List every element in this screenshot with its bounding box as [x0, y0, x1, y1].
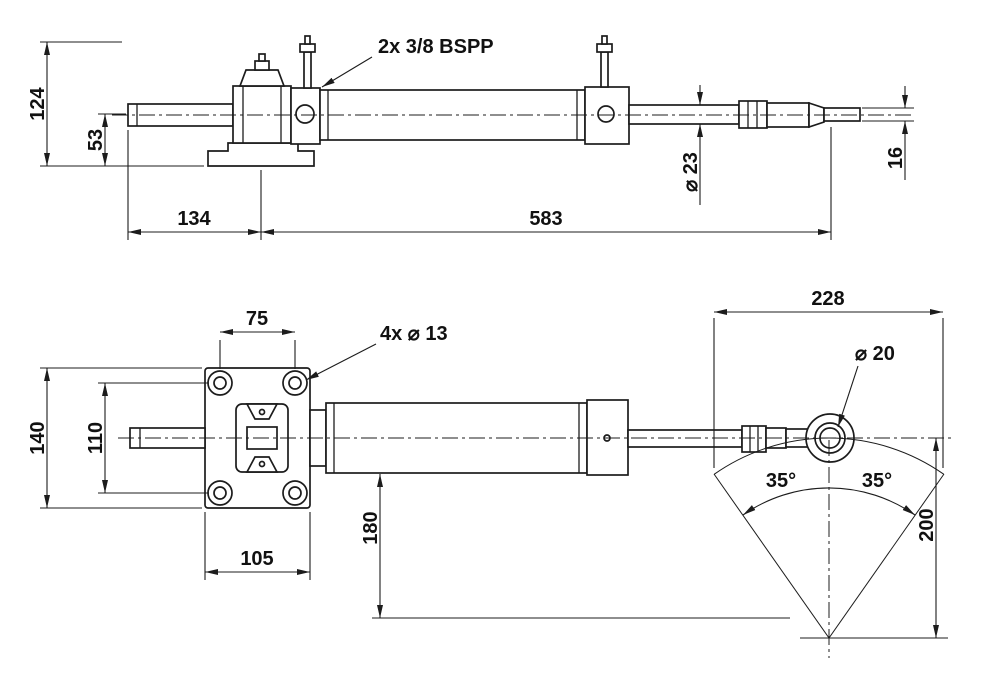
hole-inner [213, 486, 227, 500]
clamp-bolt-tip [258, 53, 266, 62]
dim-flange-height: 140 [27, 367, 202, 509]
dim-overall-height-label: 124 [27, 86, 49, 120]
dim-tip-width: 16 [862, 86, 914, 180]
dim-flange-height-label: 140 [27, 421, 49, 454]
dim-hole-spacing-vertical: 110 [85, 382, 209, 494]
fitting-flange [596, 43, 613, 53]
dim-swing-radius: 200 [916, 438, 939, 638]
dim-swing-radius-label: 200 [916, 508, 938, 541]
dim-rod-diameter-label: ⌀ 23 [680, 152, 702, 192]
hole-inner [288, 376, 302, 390]
ball-bore-label: ⌀ 20 [855, 343, 895, 365]
fitting-flange [299, 43, 316, 53]
dim-flange-width: 105 [204, 512, 311, 580]
cylinder-head-gland [290, 87, 321, 145]
dim-swing-angle-right-label: 35° [862, 470, 892, 492]
bolt-hole-bottom-left [207, 480, 233, 506]
swing-arc [714, 437, 944, 475]
fitting-tip [304, 35, 311, 45]
leader-line [305, 343, 377, 381]
port-callout: 2x 3/8 BSPP [321, 36, 494, 88]
dim-hole-spacing-vertical-label: 110 [85, 422, 107, 454]
fitting-stem [600, 51, 609, 88]
dim-rod-diameter: ⌀ 23 [680, 85, 703, 205]
boss-bolt [258, 460, 266, 468]
dim-swing-angle-left-label: 35° [766, 470, 796, 492]
side-view: 124 53 2x 3/8 BSPP ⌀ 23 16 [27, 35, 914, 240]
dim-centerline-to-datum: 180 [360, 474, 790, 619]
dim-mount-length-label: 134 [177, 208, 211, 230]
bolt-hole-top-left [207, 370, 233, 396]
holes-callout: 4x ⌀ 13 [305, 323, 448, 381]
dim-hole-spacing-horizontal: 75 [219, 308, 296, 369]
dim-overall-height: 124 [27, 41, 204, 167]
ball-bore-callout: ⌀ 20 [837, 343, 895, 428]
hole-inner [288, 486, 302, 500]
swing-line-left [713, 473, 830, 639]
dim-flange-width-label: 105 [240, 548, 273, 570]
nut-outline [741, 425, 767, 453]
holes-callout-label: 4x ⌀ 13 [380, 323, 448, 345]
bolt-hole-top-right [282, 370, 308, 396]
rod-nut-plan [741, 425, 767, 453]
clamp-top [238, 69, 286, 87]
dim-base-to-centerline: 53 [85, 113, 126, 166]
hole-inner [213, 376, 227, 390]
bracket-foot [207, 142, 315, 167]
dim-swing-width: 228 [713, 288, 944, 468]
swing-line-right [828, 473, 945, 639]
dim-lengths: 134 583 [127, 127, 832, 240]
angle-dimension-arc [742, 487, 916, 516]
dim-centerline-to-datum-label: 180 [360, 511, 382, 544]
swing-arc-group: 35° 35° [713, 437, 948, 639]
port-boss-circle [295, 104, 315, 124]
end-cap-port-circle [597, 105, 615, 123]
boss-bolt [258, 408, 266, 416]
bleed-fitting-left [299, 35, 316, 89]
dim-hole-spacing-horizontal-label: 75 [246, 308, 268, 330]
dim-base-height-label: 53 [85, 129, 107, 151]
fitting-tip [601, 35, 608, 45]
plan-view: 35° 35° 228 ⌀ 20 140 110 [27, 288, 952, 658]
dim-body-length-label: 583 [529, 208, 562, 230]
bolt-hole-bottom-right [282, 480, 308, 506]
leader-line [837, 365, 859, 428]
leader-line [321, 56, 373, 88]
clamp-bolt [254, 60, 270, 71]
bleed-fitting-right [596, 35, 613, 88]
dim-tip-width-label: 16 [885, 147, 907, 169]
port-callout-label: 2x 3/8 BSPP [378, 36, 494, 58]
fitting-stem [303, 51, 312, 89]
dim-swing-width-label: 228 [811, 288, 844, 310]
